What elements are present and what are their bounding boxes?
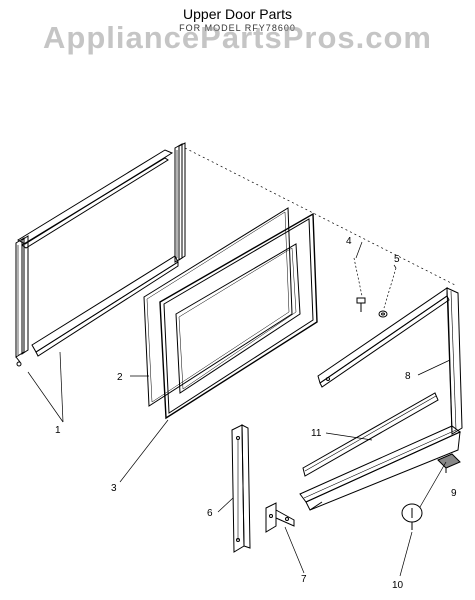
callout-8: 8 bbox=[405, 371, 411, 382]
part-1-door-frame bbox=[15, 142, 186, 367]
callout-5: 5 bbox=[394, 254, 400, 265]
part-2-inner-glass bbox=[143, 207, 293, 407]
leader-lines bbox=[27, 241, 451, 577]
callout-9: 9 bbox=[451, 488, 457, 499]
part-8-door-trim bbox=[317, 287, 463, 435]
model-subtitle: FOR MODEL RFY78600 bbox=[179, 23, 296, 33]
callout-11: 11 bbox=[311, 428, 322, 439]
callout-6: 6 bbox=[207, 508, 213, 519]
callout-2: 2 bbox=[117, 372, 123, 383]
callout-10: 10 bbox=[392, 580, 404, 591]
part-5-washer bbox=[378, 267, 397, 318]
part-9-bracket bbox=[437, 453, 461, 473]
part-10-screw bbox=[401, 461, 447, 530]
callout-3: 3 bbox=[111, 483, 117, 494]
part-7-small-bracket bbox=[265, 502, 295, 533]
callout-numbers: 1 2 3 4 5 6 7 8 9 10 11 bbox=[55, 236, 457, 591]
part-3-outer-glass bbox=[159, 212, 318, 420]
callout-7: 7 bbox=[301, 574, 307, 585]
callout-4: 4 bbox=[346, 236, 352, 247]
frame-bottom-channel bbox=[299, 425, 461, 511]
part-4-screw bbox=[353, 257, 366, 312]
assembly-axis bbox=[184, 147, 456, 286]
diagram-title: Upper Door Parts bbox=[183, 6, 292, 22]
part-11-trim-strip bbox=[302, 392, 439, 477]
part-6-hinge-channel bbox=[231, 424, 251, 553]
callout-1: 1 bbox=[55, 425, 61, 436]
